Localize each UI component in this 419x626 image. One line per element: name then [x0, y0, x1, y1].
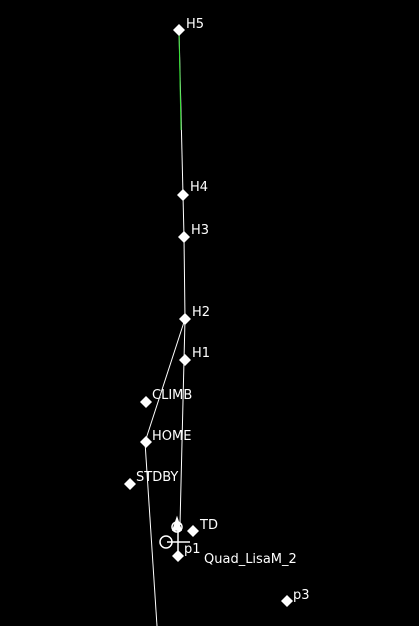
waypoint-h2[interactable]: H2 — [179, 305, 210, 325]
waypoint-label: CLIMB — [152, 388, 192, 403]
waypoint-marker[interactable] — [140, 436, 152, 448]
waypoint-label: p3 — [293, 588, 310, 603]
waypoint-label: TD — [199, 518, 218, 533]
waypoint-marker[interactable] — [281, 595, 293, 607]
vehicle-label: Quad_LisaM_2 — [204, 552, 297, 567]
waypoint-label: H5 — [186, 17, 204, 32]
waypoint-label: H4 — [190, 180, 208, 195]
waypoint-td[interactable]: TD — [187, 518, 218, 537]
waypoint-h5[interactable]: H5 — [173, 17, 204, 36]
waypoint-climb[interactable]: CLIMB — [140, 388, 192, 408]
waypoint-home[interactable]: HOME — [140, 429, 191, 448]
waypoint-marker[interactable] — [178, 231, 190, 243]
waypoint-label: H1 — [192, 346, 210, 361]
waypoint-marker[interactable] — [179, 313, 191, 325]
waypoint-h1[interactable]: H1 — [179, 346, 210, 366]
path-h4-h3 — [182, 194, 185, 238]
waypoint-label: H3 — [191, 223, 209, 238]
waypoint-marker[interactable] — [179, 354, 191, 366]
vehicle-arrow — [171, 515, 183, 531]
waypoint-label: HOME — [152, 429, 191, 444]
waypoint-h4[interactable]: H4 — [177, 180, 208, 201]
path-h2-climb — [144, 318, 186, 443]
waypoint-label: H2 — [192, 305, 210, 320]
active-leg-line — [178, 29, 182, 131]
path-home-ground — [144, 441, 158, 626]
waypoint-marker[interactable] — [140, 396, 152, 408]
path-h3-h2 — [183, 236, 186, 320]
path-h2-td — [179, 318, 186, 526]
waypoint-stdby[interactable]: STDBY — [124, 470, 178, 490]
waypoint-label: STDBY — [136, 470, 178, 485]
flight-path — [144, 29, 186, 626]
waypoint-p3[interactable]: p3 — [281, 588, 310, 607]
waypoint-p1[interactable]: p1 — [172, 542, 201, 562]
waypoint-marker[interactable] — [124, 478, 136, 490]
waypoint-label: p1 — [184, 542, 201, 557]
vehicle-quad-icon[interactable] — [159, 515, 190, 556]
waypoint-marker[interactable] — [187, 525, 199, 537]
waypoint-marker[interactable] — [173, 24, 185, 36]
waypoint-marker[interactable] — [177, 189, 189, 201]
waypoint-h3[interactable]: H3 — [178, 223, 209, 243]
